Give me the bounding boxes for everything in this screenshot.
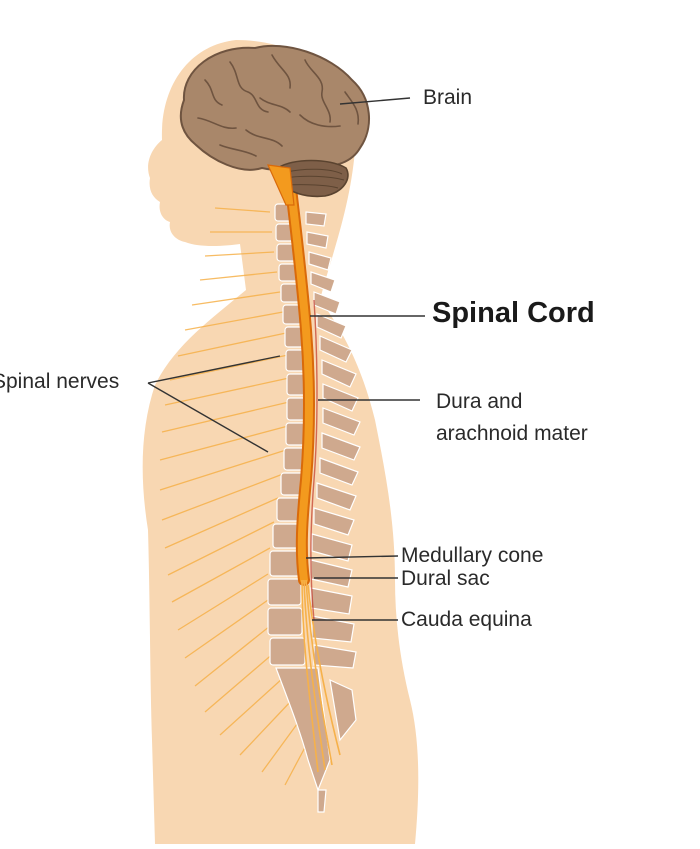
label-dura-line2: arachnoid mater	[436, 422, 588, 445]
brain-shape	[179, 44, 370, 172]
spinal-cord-inner	[286, 176, 313, 584]
label-dural-sac: Dural sac	[401, 567, 490, 590]
leader-line-nerves-2	[147, 382, 269, 453]
leader-line-nerves-1	[147, 355, 281, 384]
leader-line-brain	[339, 97, 411, 105]
brain-folds	[197, 54, 360, 157]
label-dura-line1: Dura and	[436, 390, 523, 413]
label-spinal-cord: Spinal Cord	[432, 297, 595, 329]
body-silhouette	[142, 40, 419, 844]
label-medullary-cone: Medullary cone	[401, 544, 544, 567]
label-spinal-nerves: Spinal nerves	[0, 370, 120, 393]
label-brain: Brain	[423, 86, 473, 109]
dura-outline	[310, 299, 318, 621]
leader-lines	[147, 97, 425, 621]
cauda-equina-strands	[301, 579, 341, 773]
brainstem-shape	[267, 164, 295, 206]
label-cauda-equina: Cauda equina	[401, 608, 532, 631]
cerebellum-shape	[277, 159, 349, 198]
spinous-processes	[305, 211, 361, 742]
leader-line-medullary	[305, 555, 399, 559]
